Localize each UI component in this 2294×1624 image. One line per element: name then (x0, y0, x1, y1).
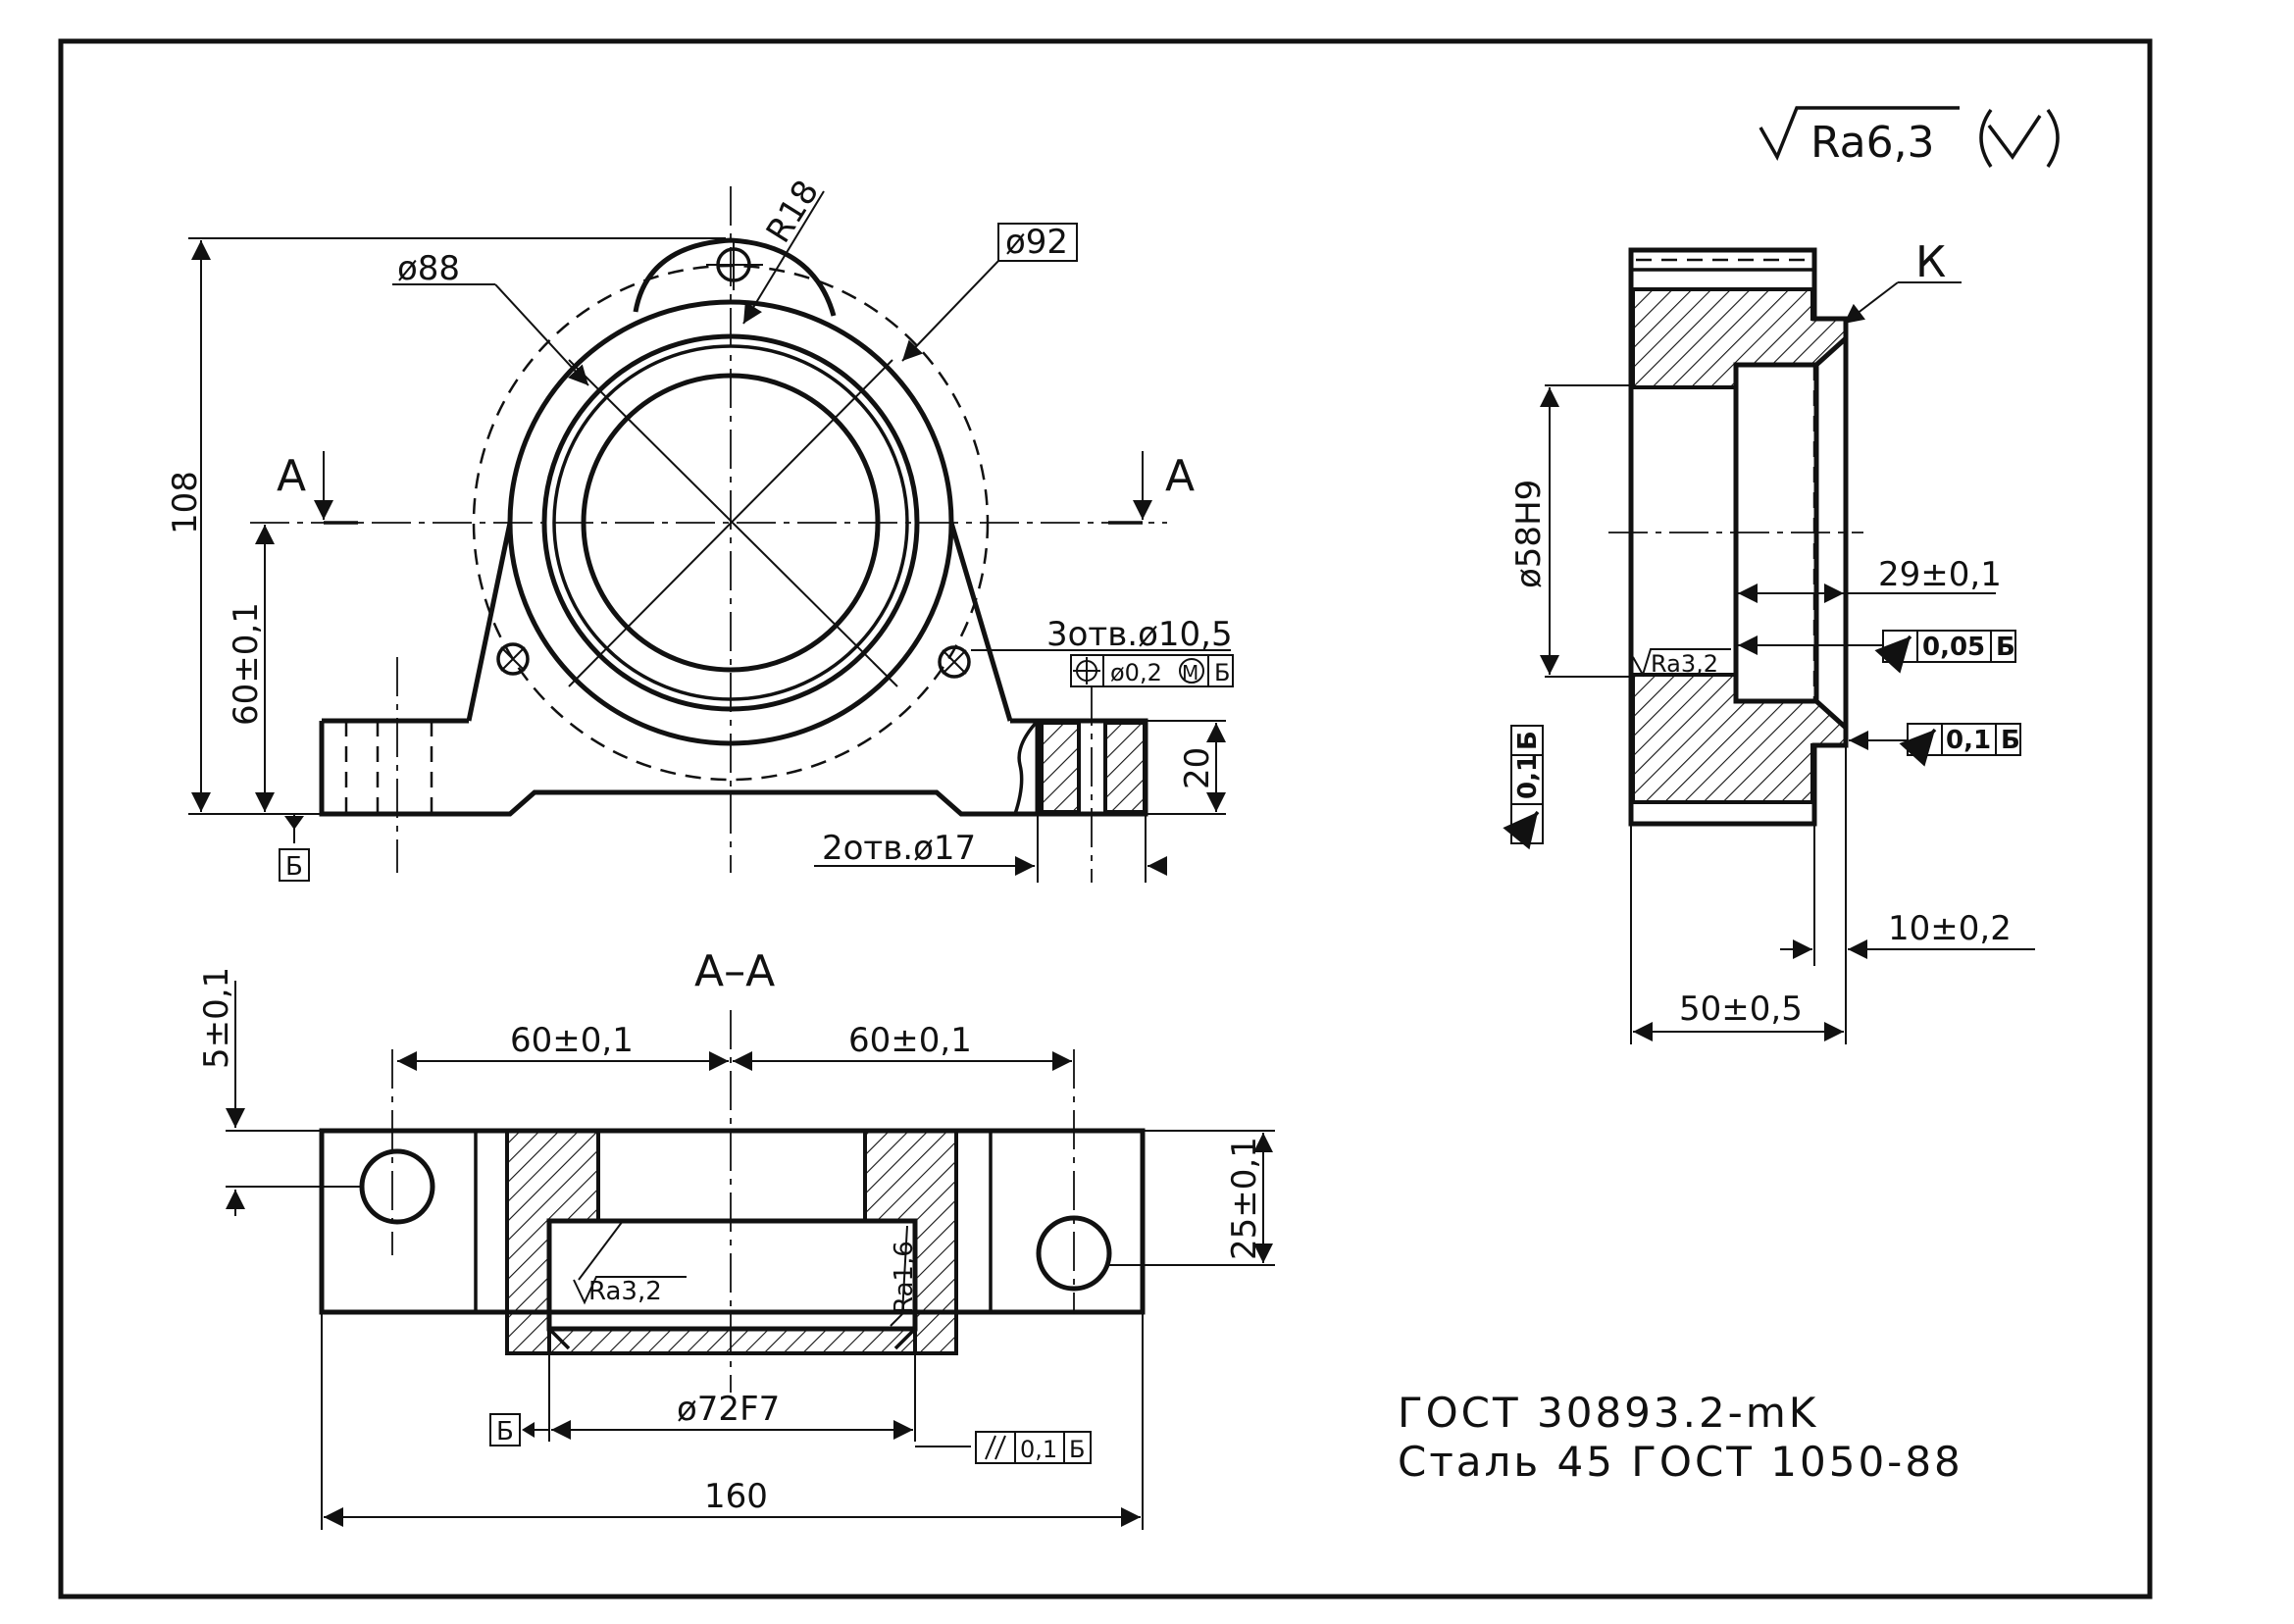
dim-side-bore: ø58H9 (1509, 480, 1549, 588)
note-holes-top: 3отв.ø10,5 (1046, 615, 1233, 654)
dim-side-depth: 29±0,1 (1878, 555, 2002, 594)
drawing-frame (58, 38, 2153, 1599)
dim-bore-section: ø72F7 (677, 1390, 780, 1429)
section-roughness-right: Ra1,6 (890, 1241, 919, 1314)
runout-2-tol: 0,1 (1946, 726, 1991, 755)
parallelism-icon (985, 1435, 996, 1460)
runout-1-datum: Б (1996, 633, 2015, 662)
position-tol-modifier: M (1182, 661, 1198, 685)
dim-base-thickness: 20 (1178, 747, 1217, 789)
dim-side-width: 50±0,5 (1679, 990, 1803, 1029)
dim-height: 108 (166, 471, 205, 534)
runout-icon (1503, 810, 1540, 850)
runout-icon (1874, 634, 1912, 674)
runout-frame-1: 0,05 Б (1874, 630, 2016, 674)
runout-3-tol: 0,1 (1513, 754, 1543, 799)
section-title: А–А (694, 946, 775, 996)
front-view: 108 60±0,1 Б А А ø88 ø92 R18 3отв.ø10,5 (166, 174, 1234, 883)
dim-dia-88: ø88 (397, 249, 460, 288)
section-hole-left (359, 1148, 435, 1225)
runout-icon (1899, 728, 1937, 767)
general-roughness-symbol: Ra6,3 (1759, 106, 2060, 168)
note-line-2: Сталь 45 ГОСТ 1050-88 (1398, 1438, 1963, 1486)
position-tol-datum: Б (1214, 659, 1230, 686)
section-view: А–А 60±0,1 60±0,1 5±0,1 25±0,1 (197, 946, 1275, 1530)
dim-center-height: 60±0,1 (227, 602, 266, 726)
side-view: К ø58H9 Ra3,2 29±0,1 0,05 Б 0,1 (1503, 237, 2035, 1044)
roughness-general-label: Ra6,3 (1810, 118, 1935, 168)
dim-dia-92: ø92 (1005, 223, 1068, 262)
dim-left-offset: 60±0,1 (510, 1021, 634, 1060)
note-line-1: ГОСТ 30893.2-mK (1398, 1389, 1818, 1437)
dim-right-offset: 60±0,1 (848, 1021, 972, 1060)
section-roughness-left: Ra3,2 (588, 1277, 662, 1306)
dim-section-height: 25±0,1 (1225, 1137, 1264, 1260)
position-tolerance-frame: ø0,2 M Б (1070, 654, 1234, 687)
runout-1-tol: 0,05 (1922, 633, 1985, 662)
parallelism-tolerance-frame: 0,1 Б (975, 1431, 1092, 1464)
runout-frame-2: 0,1 Б (1899, 723, 2021, 767)
section-datum-label: Б (496, 1417, 514, 1446)
section-mark-right: А (1165, 451, 1195, 501)
parallelism-tol-datum: Б (1069, 1436, 1085, 1463)
detail-mark-k: К (1915, 237, 1946, 287)
side-roughness: Ra3,2 (1651, 650, 1718, 678)
dim-length: 160 (704, 1477, 768, 1516)
position-tol-value: ø0,2 (1110, 659, 1162, 686)
section-mark-left: А (277, 451, 306, 501)
runout-frame-3: 0,1 Б (1503, 725, 1544, 850)
note-holes-base: 2отв.ø17 (822, 829, 976, 868)
web-hole-left (496, 642, 530, 676)
dim-radius-18: R18 (759, 174, 827, 250)
parallelism-tol-value: 0,1 (1020, 1436, 1057, 1463)
front-datum-label: Б (285, 852, 303, 882)
notes-block: ГОСТ 30893.2-mK Сталь 45 ГОСТ 1050-88 (1398, 1389, 1963, 1486)
dim-top-step: 5±0,1 (197, 967, 236, 1069)
dim-side-step: 10±0,2 (1888, 909, 2012, 948)
web-hole-right (938, 645, 971, 679)
runout-2-datum: Б (2001, 726, 2020, 755)
runout-3-datum: Б (1513, 731, 1543, 750)
